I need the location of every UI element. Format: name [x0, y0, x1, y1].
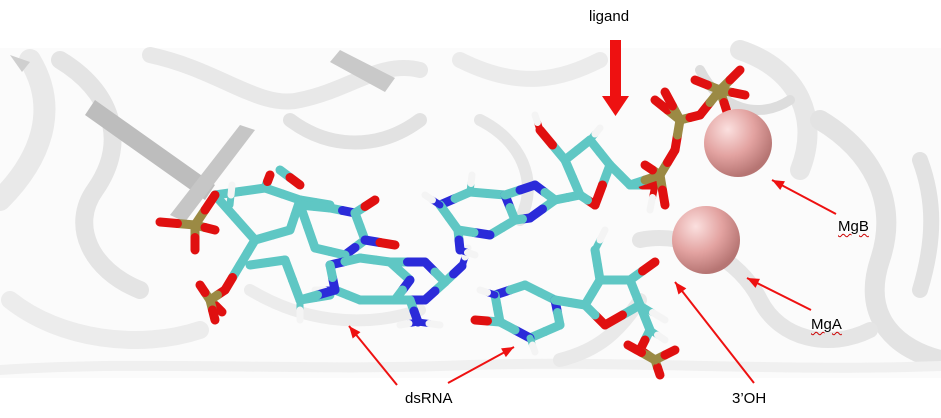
- phosphate-bond: [660, 345, 680, 360]
- annotation-arrows: [602, 40, 629, 116]
- mga-label: MgA: [811, 316, 842, 333]
- triphosphate-bond: [640, 160, 657, 175]
- three-oh-arrow-line: [674, 281, 755, 384]
- h-bond-stick: [227, 181, 236, 199]
- mgb-arrow-head: [772, 180, 785, 191]
- dsrna-label: dsRNA: [405, 390, 453, 407]
- h-bond-stick: [596, 226, 609, 244]
- h-bond-stick: [649, 309, 669, 324]
- h-bond-stick: [654, 331, 669, 344]
- phosphate-bond: [195, 280, 210, 297]
- three-oh-arrow-head: [675, 282, 687, 295]
- h-bond-stick: [476, 286, 491, 296]
- base-ring-bond: [375, 238, 400, 250]
- phosphate-bond: [200, 190, 220, 215]
- triphosphate-bond: [725, 65, 745, 85]
- rna-backbone-bond: [263, 170, 275, 186]
- triphosphate-bond: [690, 75, 712, 90]
- ligand-ribose-bond: [575, 190, 592, 205]
- h-bond-stick: [531, 111, 541, 126]
- primer-ring-bond: [470, 315, 492, 326]
- mga-arrow-head: [747, 278, 760, 288]
- rna-backbone-bond: [210, 190, 240, 222]
- triphosphate-bond: [650, 95, 672, 115]
- dsrna-arrow-right-line: [447, 346, 515, 384]
- purine-ring-bond: [295, 290, 322, 305]
- dsrna-arrow-right-head: [501, 347, 514, 358]
- mga-ion: [672, 206, 740, 274]
- ligand-arrow-head: [602, 96, 629, 116]
- phosphate-bond: [653, 363, 665, 380]
- stick-molecules: [155, 65, 750, 380]
- purine-ring-bond: [325, 260, 337, 282]
- triphosphate-bond: [728, 88, 750, 100]
- h-bond-stick: [425, 320, 444, 329]
- triphosphate-bond: [658, 185, 670, 210]
- h-bond-stick: [396, 320, 413, 329]
- phosphate-bond: [211, 301, 227, 317]
- h-bond-stick: [529, 341, 539, 356]
- protein-ribbons: [0, 40, 941, 378]
- h-bond-stick: [591, 124, 604, 138]
- rna-backbone-bond: [230, 213, 260, 245]
- base-ring-bond: [360, 195, 380, 211]
- mgb-label: MgB: [838, 218, 869, 235]
- h-bond-stick: [646, 194, 656, 214]
- primer-ribose-bond: [638, 257, 660, 276]
- phosphate-bond: [623, 340, 646, 357]
- dsrna-arrow-left-head: [349, 326, 361, 339]
- h-bond-stick: [467, 171, 476, 187]
- three-oh-label: 3’OH: [732, 390, 767, 407]
- rna-backbone-bond: [285, 173, 305, 190]
- mgb-arrow-line: [771, 179, 837, 215]
- phosphate-bond: [208, 305, 220, 325]
- triphosphate-bond: [660, 87, 677, 111]
- dsrna-arrow-left-line: [348, 325, 398, 386]
- phosphate-bond: [200, 223, 220, 235]
- ligand-ring-bond: [510, 214, 527, 225]
- h-bond-stick: [421, 191, 436, 204]
- ligand-label: ligand: [589, 8, 630, 25]
- phosphate-bond: [155, 217, 182, 228]
- primer-ribose-bond: [580, 300, 600, 320]
- base-ring-bond: [295, 200, 312, 231]
- mgb-ion: [704, 109, 772, 177]
- ligand-arrow-shaft: [610, 40, 621, 98]
- h-bond-stick: [464, 249, 479, 259]
- rna-backbone-bond: [245, 258, 272, 270]
